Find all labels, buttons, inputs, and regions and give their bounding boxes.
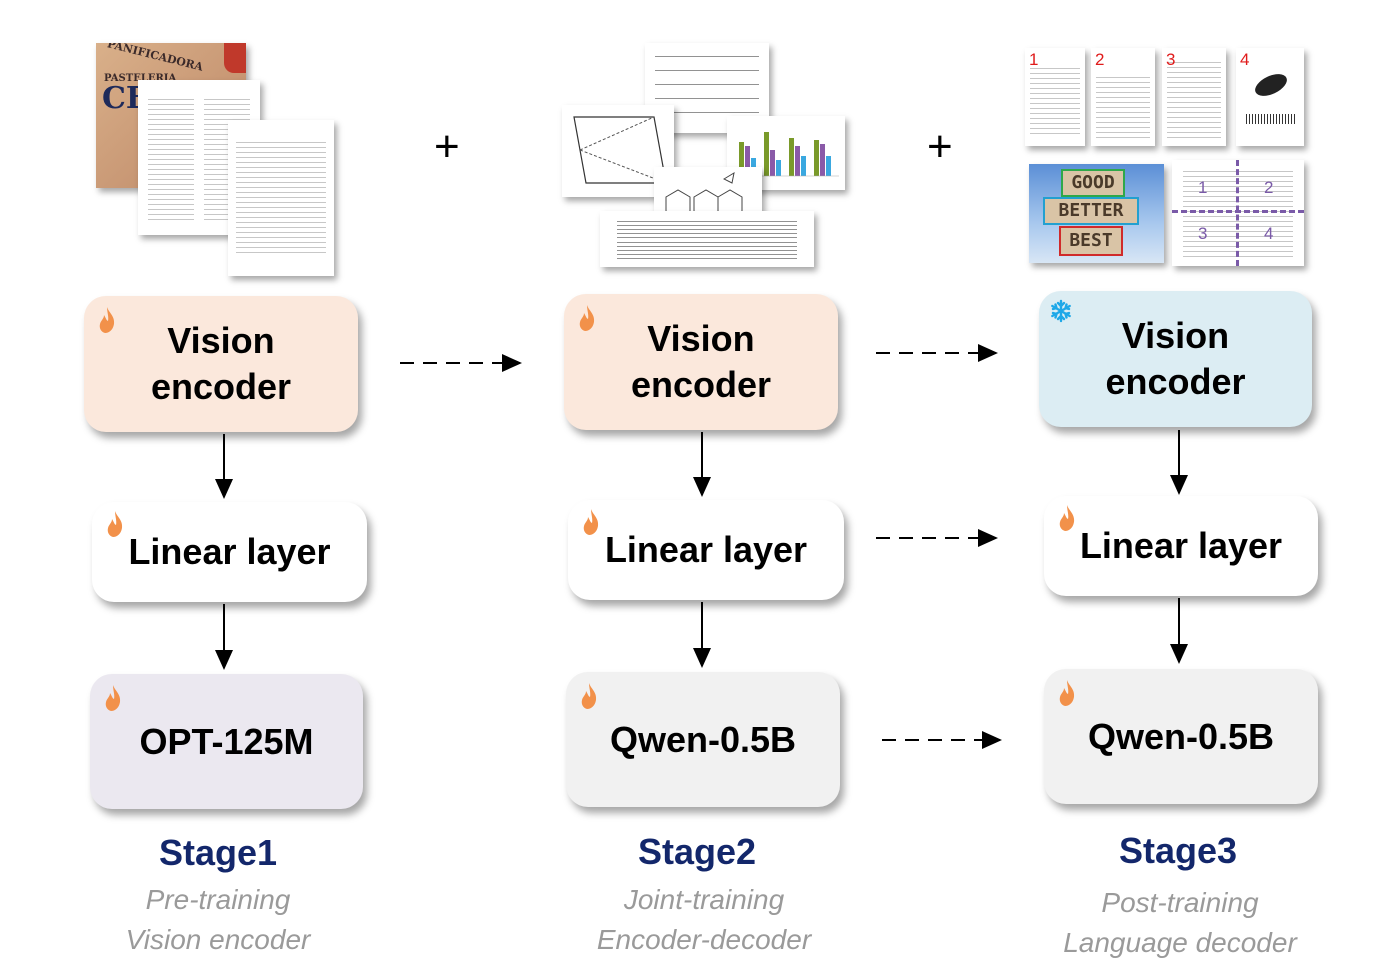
flame-icon — [99, 307, 115, 333]
split-page-document: 1 2 3 4 — [1172, 160, 1304, 266]
good-better-best-sign: GOOD BETTER BEST — [1029, 164, 1164, 263]
stage2-title: Stage2 — [637, 831, 757, 872]
box-label-line: encoder — [150, 366, 292, 407]
subtitle-line: Encoder-decoder — [596, 924, 812, 955]
box-label-line: Vision — [167, 320, 275, 361]
sign-word-best: BEST — [1059, 226, 1123, 256]
document-page-3: 3 — [1162, 48, 1226, 146]
bar-chart-thumbnail — [733, 132, 839, 177]
box-label: Linear layer — [604, 529, 808, 570]
stage1-subtitle: Pre-training Vision encoder — [58, 880, 378, 960]
flame-icon — [107, 511, 123, 537]
thumbnail-bar — [826, 156, 831, 176]
stage1-linear-layer: Linear layer — [92, 502, 367, 602]
thumbnail-bar — [814, 140, 819, 176]
subtitle-line: Pre-training — [145, 884, 291, 915]
thumbnail-bar — [789, 138, 794, 176]
sign-word-good: GOOD — [1061, 169, 1125, 197]
bar-chart — [727, 116, 845, 190]
sign-word-better: BETTER — [1043, 197, 1139, 225]
flame-icon — [583, 509, 599, 535]
thumbnail-bar — [820, 144, 825, 176]
thumbnail-bar — [795, 146, 800, 176]
page-number-label: 1 — [1029, 50, 1039, 69]
box-label: Qwen-0.5B — [609, 718, 797, 760]
box-label-line: Vision — [1121, 315, 1230, 356]
quadrant-number: 2 — [1264, 178, 1274, 197]
subtitle-line: Post-training — [1101, 887, 1259, 918]
box-label-line: encoder — [630, 364, 772, 405]
stage1-decoder-opt: OPT-125M — [90, 674, 363, 809]
thumbnail-bar — [764, 132, 769, 176]
stage2-vision-encoder: Vision encoder — [564, 294, 838, 430]
subtitle-line: Vision encoder — [125, 924, 311, 955]
sheet-music — [600, 211, 814, 267]
plus-sign: + — [927, 122, 953, 171]
plus-sign: + — [434, 122, 460, 171]
chinese-document-page — [228, 120, 334, 276]
stage1-title: Stage1 — [158, 832, 278, 873]
stage1-vision-encoder: Vision encoder — [84, 296, 358, 432]
flame-icon — [105, 685, 121, 711]
poster-text: PASTELERIA — [104, 73, 177, 84]
document-page-1: 1 — [1025, 48, 1085, 146]
page-number-label: 2 — [1095, 50, 1105, 69]
page-number-label: 3 — [1166, 50, 1176, 69]
box-label: Qwen-0.5B — [1087, 715, 1275, 757]
poster-red-mark — [224, 43, 246, 73]
thumbnail-bar — [776, 160, 781, 176]
box-label-line: Vision — [647, 318, 755, 359]
split-divider-horizontal — [1172, 210, 1304, 213]
box-label-line: encoder — [1105, 361, 1246, 402]
stage3-decoder-qwen: Qwen-0.5B — [1044, 669, 1318, 804]
time-series-plot — [1246, 114, 1296, 124]
box-label: Linear layer — [1079, 525, 1283, 566]
subtitle-line: Language decoder — [1063, 927, 1297, 958]
flame-icon — [581, 683, 597, 709]
quadrant-number: 4 — [1264, 224, 1274, 243]
thumbnail-bar — [745, 146, 750, 176]
box-label: Linear layer — [128, 531, 331, 572]
document-page-4: 4 — [1236, 48, 1304, 146]
snowflake-icon — [1051, 299, 1071, 323]
page-number-label: 4 — [1240, 50, 1250, 69]
stage3-linear-layer: Linear layer — [1044, 496, 1318, 596]
stage2-decoder-qwen: Qwen-0.5B — [566, 672, 840, 807]
thumbnail-bar — [770, 150, 775, 176]
stage2-subtitle: Joint-training Encoder-decoder — [544, 880, 864, 960]
thumbnail-bar — [739, 142, 744, 176]
stage3-subtitle: Post-training Language decoder — [1020, 883, 1340, 963]
flame-icon — [1059, 505, 1075, 531]
geometry-figure — [562, 105, 674, 197]
stage2-linear-layer: Linear layer — [568, 500, 844, 600]
quadrant-number: 3 — [1198, 224, 1208, 243]
document-page-2: 2 — [1091, 48, 1155, 146]
thumbnail-bar — [801, 156, 806, 176]
box-label: OPT-125M — [139, 720, 314, 762]
flame-icon — [579, 305, 595, 331]
quadrant-number: 1 — [1198, 178, 1208, 197]
split-divider-vertical — [1236, 160, 1239, 266]
stage3-title: Stage3 — [1118, 830, 1238, 871]
stage3-vision-encoder: Vision encoder — [1039, 291, 1312, 427]
subtitle-line: Joint-training — [623, 884, 785, 915]
flame-icon — [1059, 680, 1075, 706]
